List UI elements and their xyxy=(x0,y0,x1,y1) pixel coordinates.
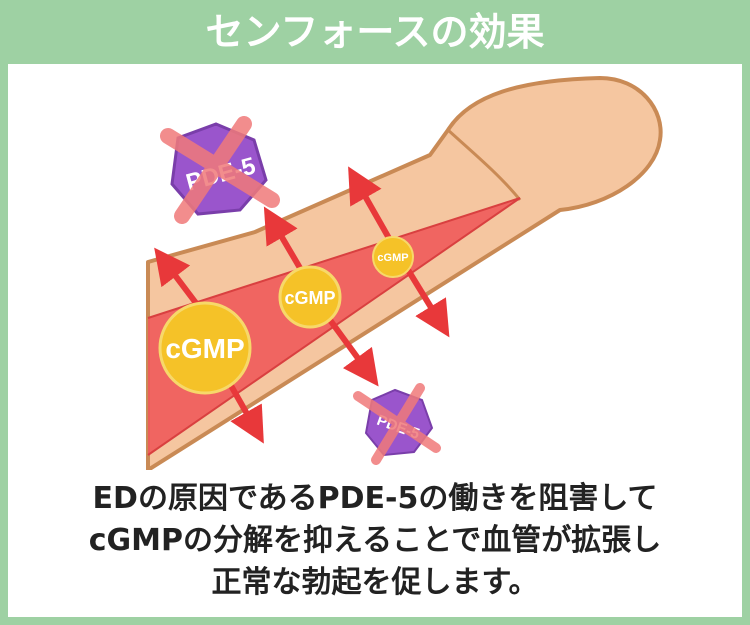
arrow-down-2 xyxy=(327,318,379,387)
illustration: cGMP cGMP cGMP PDE-5 PDE-5 xyxy=(146,76,663,470)
caption-line-3: 正常な勃起を促します。 xyxy=(211,565,539,600)
cross-icon xyxy=(160,116,280,224)
caption-line-1: EDの原因であるPDE-5の働きを阻害して xyxy=(92,481,658,516)
cgmp-label-large: cGMP xyxy=(165,333,244,364)
pde5-large: PDE-5 xyxy=(160,116,280,224)
caption-line-2: cGMPの分解を抑えることで血管が拡張し xyxy=(88,523,662,558)
cgmp-small: cGMP xyxy=(372,236,414,278)
caption: EDの原因であるPDE-5の働きを阻害して cGMPの分解を抑えることで血管が拡… xyxy=(8,478,742,604)
arrow-up-2 xyxy=(263,206,303,270)
page-title: センフォースの効果 xyxy=(205,10,545,54)
pde5-small: PDE-5 xyxy=(353,383,441,465)
cgmp-label-small: cGMP xyxy=(377,252,408,264)
cross-icon xyxy=(353,383,441,465)
arrow-up-3 xyxy=(348,166,393,242)
cgmp-medium: cGMP xyxy=(278,265,342,329)
arrow-down-3 xyxy=(402,263,450,338)
cgmp-large: cGMP xyxy=(158,301,252,395)
cgmp-label-medium: cGMP xyxy=(284,288,335,308)
